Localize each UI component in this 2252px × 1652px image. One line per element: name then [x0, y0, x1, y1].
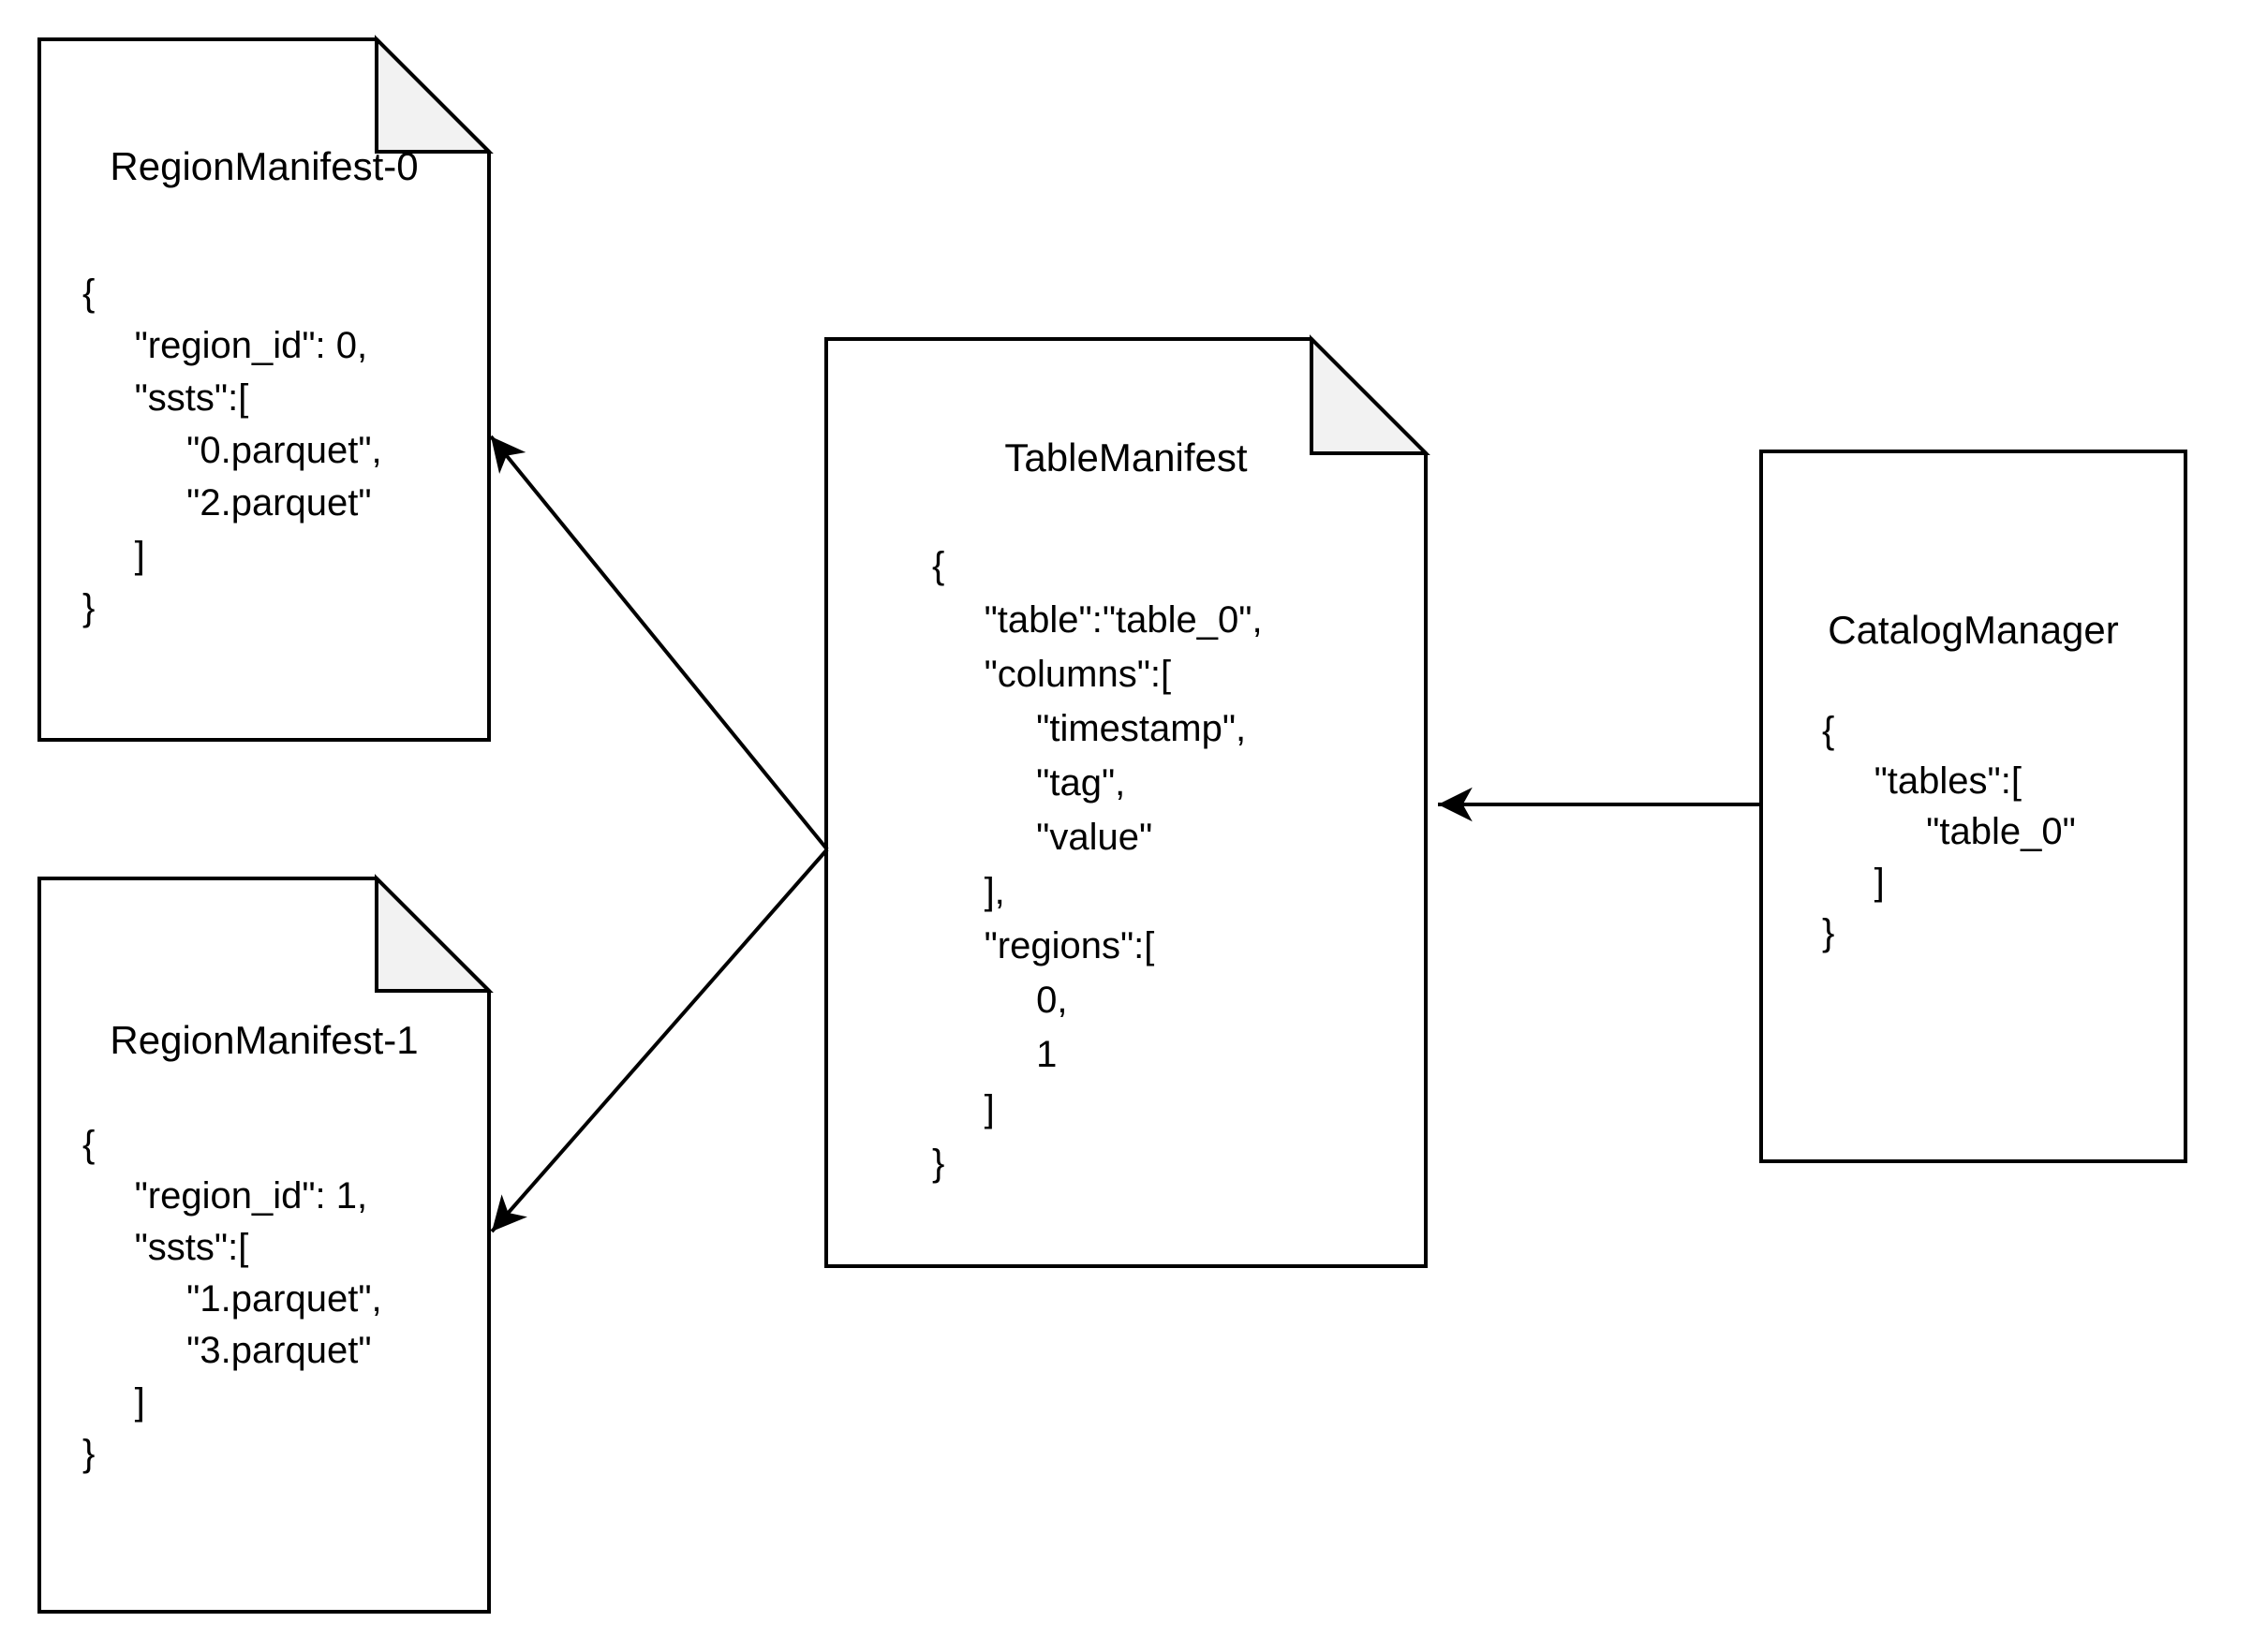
region-manifest-0-json-code: { "region_id": 0, "ssts":[ "0.parquet", … [82, 273, 382, 628]
catalog-manager-json-code: { "tables":[ "table_0" ] } [1822, 710, 2076, 953]
folded-corner-icon [1310, 334, 1430, 455]
catalog-manager-title: CatalogManager [1828, 608, 2119, 652]
region-manifest-1-title: RegionManifest-1 [110, 1018, 419, 1062]
folded-corner-icon [375, 874, 494, 993]
region-manifest-0-title: RegionManifest-0 [110, 144, 419, 188]
region-manifest-1-json-code: { "region_id": 1, "ssts":[ "1.parquet", … [82, 1124, 382, 1474]
arrow-tablemanifest-to-regionmanifest0 [489, 435, 829, 851]
rectangle-shape-catalog-manager [1759, 450, 2187, 1163]
document-shape-region-manifest-1 [37, 874, 494, 1614]
arrow-tablemanifest-to-regionmanifest1 [490, 848, 829, 1233]
document-shape-region-manifest-0 [37, 35, 494, 742]
table-manifest-json-code: { "table":"table_0", "columns":[ "timest… [932, 545, 1263, 1184]
table-manifest-title: TableManifest [1004, 435, 1248, 479]
document-shape-table-manifest [824, 334, 1430, 1268]
folded-corner-icon [375, 35, 494, 154]
